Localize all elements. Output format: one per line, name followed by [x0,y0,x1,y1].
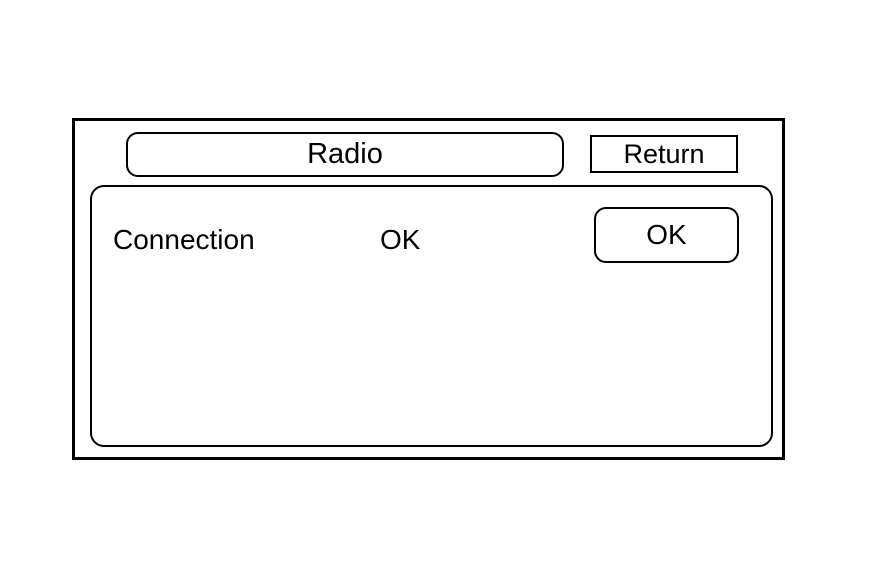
return-button[interactable]: Return [590,135,738,173]
content-panel: Connection OK OK [90,185,773,447]
ok-button[interactable]: OK [594,207,739,263]
radio-screen: Radio Return Connection OK OK [72,118,785,460]
page-title: Radio [126,132,564,177]
connection-label: Connection [113,224,255,255]
connection-status-value: OK [380,224,421,255]
